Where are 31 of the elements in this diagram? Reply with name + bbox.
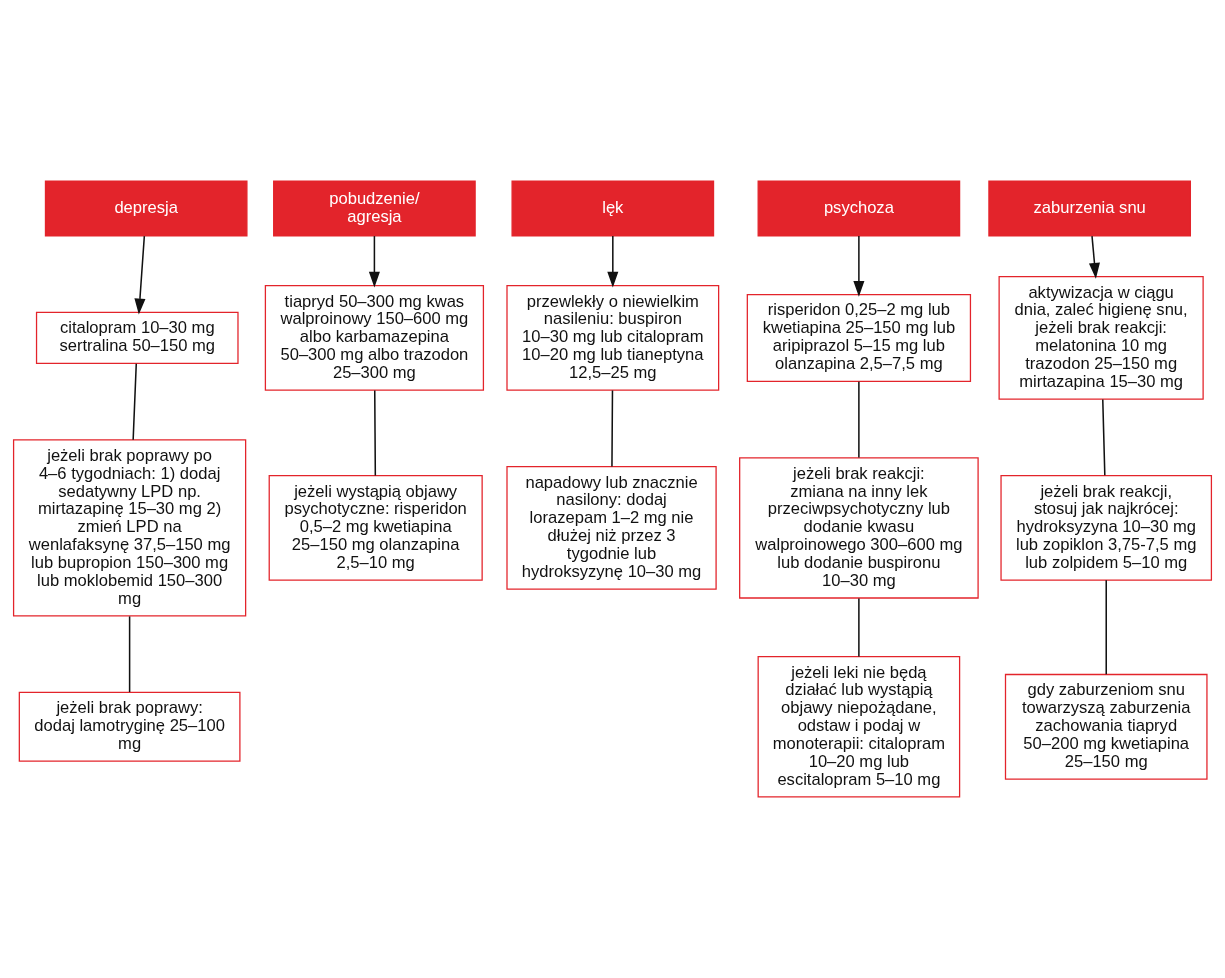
arrow [607, 235, 619, 288]
connector [1105, 579, 1107, 676]
arrow [853, 235, 865, 297]
node-box: pobudzenie/ agresja [273, 180, 476, 237]
node-box: jeżeli leki nie będą działać lub wystąpią objawy niepożądane, odstaw i podaj w monoterapii: citalopram 10–20 mg lub escitalopram 5–10 mg [757, 656, 961, 798]
node-box: jeżeli wystąpią objawy psychotyczne: risperidon 0,5–2 mg kwetiapina 25–150 mg olanzapina 2,5–10 mg [268, 474, 483, 581]
arrow [368, 235, 380, 288]
node-box: jeżeli brak poprawy po 4–6 tygodniach: 1) dodaj sedatywny LPD np. mirtazapinę 15–30 mg 2) zmień LPD na wenlafaksynę 37,5–150 mg lub bupropion 150–300 mg lub moklobemid 150–300 mg [12, 439, 247, 617]
node-box: zaburzenia snu [988, 180, 1191, 237]
arrow [134, 235, 146, 315]
node-box: psychoza [757, 180, 961, 237]
node-box: jeżeli brak poprawy: dodaj lamotryginę 25–100 mg [18, 691, 241, 762]
arrow [1088, 235, 1100, 279]
node-box: lęk [511, 180, 715, 237]
node-box: jeżeli brak reakcji, stosuj jak najkrócej: hydroksyzyna 10–30 mg lub zopiklon 3,75-7,5 mg lub zolpidem 5–10 mg [1000, 474, 1213, 581]
connector [1102, 398, 1106, 476]
node-box: aktywizacja w ciągu dnia, zaleć higienę snu, jeżeli brak reakcji: melatonina 10 mg trazodon 25–150 mg mirtazapina 15–30 mg [998, 276, 1204, 400]
connector [128, 615, 131, 693]
node-box: przewlekły o niewielkim nasileniu: buspiron 10–30 mg lub citalopram 10–20 mg lub tianeptyna 12,5–25 mg [506, 285, 720, 391]
connector [374, 389, 377, 477]
node-box: tiapryd 50–300 mg kwas walproinowy 150–600 mg albo karbamazepina 50–300 mg albo trazodon 25–300 mg [264, 285, 485, 391]
node-box: gdy zaburzeniom snu towarzyszą zaburzenia zachowania tiapryd 50–200 mg kwetiapina 25–150 mg [1004, 673, 1208, 780]
connector [858, 597, 860, 658]
connector [858, 380, 860, 459]
connector [132, 362, 138, 441]
node-box: napadowy lub znacznie nasilony: dodaj lorazepam 1–2 mg nie dłużej niż przez 3 tygodnie lub hydroksyzynę 10–30 mg [506, 466, 717, 590]
node-box: jeżeli brak reakcji: zmiana na inny lek przeciwpsychotyczny lub dodanie kwasu walproinowego 300–600 mg lub dodanie buspironu 10–30 mg [739, 457, 979, 599]
node-box: risperidon 0,25–2 mg lub kwetiapina 25–150 mg lub aripiprazol 5–15 mg lub olanzapina 2,5–7,5 mg [746, 293, 972, 382]
connector [611, 389, 614, 468]
node-box: citalopram 10–30 mg sertralina 50–150 mg [35, 311, 239, 365]
node-box: depresja [44, 180, 248, 237]
